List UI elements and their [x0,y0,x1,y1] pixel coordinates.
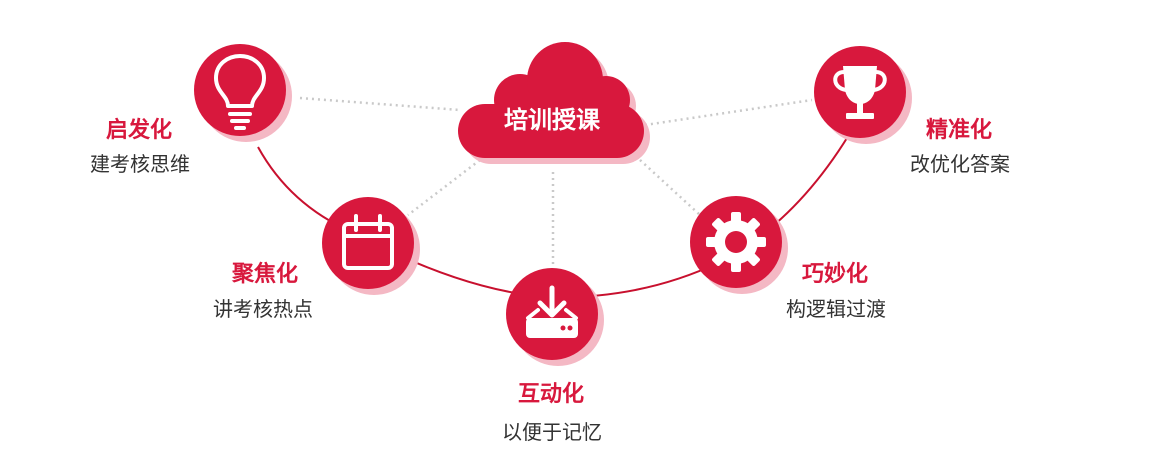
center-label: 培训授课 [504,106,600,134]
node-title-qiaomiao: 巧妙化 [802,262,869,287]
node-title-qifa: 启发化 [106,118,173,143]
node-title-jujiao: 聚焦化 [232,262,299,287]
node-subtitle-hudong: 以便于记忆 [502,420,602,444]
dotted-line-qifa [299,96,461,112]
node-subtitle-qiaomiao: 构逻辑过渡 [786,297,886,321]
dotted-line-jujiao [407,159,481,216]
node-jingzhun [814,46,912,144]
node-qiaomiao [690,196,788,294]
dotted-line-jingzhun [644,98,813,127]
node-subtitle-qifa: 建考核思维 [90,152,190,176]
node-subtitle-jujiao: 讲考核热点 [213,297,313,321]
dotted-line-qiaomiao [639,159,701,216]
cloud-icon [458,42,644,158]
lightbulb-icon [214,54,266,130]
dotted-connectors [299,96,813,268]
trophy-icon [833,66,887,119]
center-cloud [458,42,650,164]
node-title-hudong: 互动化 [518,382,585,407]
calendar-icon [342,214,394,270]
gear-icon [706,212,766,272]
node-jujiao [322,197,420,295]
node-subtitle-jingzhun: 改优化答案 [910,152,1010,176]
download-tray-icon [526,285,578,338]
node-hudong [506,268,604,366]
node-title-jingzhun: 精准化 [926,118,993,143]
node-qifa [194,44,292,142]
